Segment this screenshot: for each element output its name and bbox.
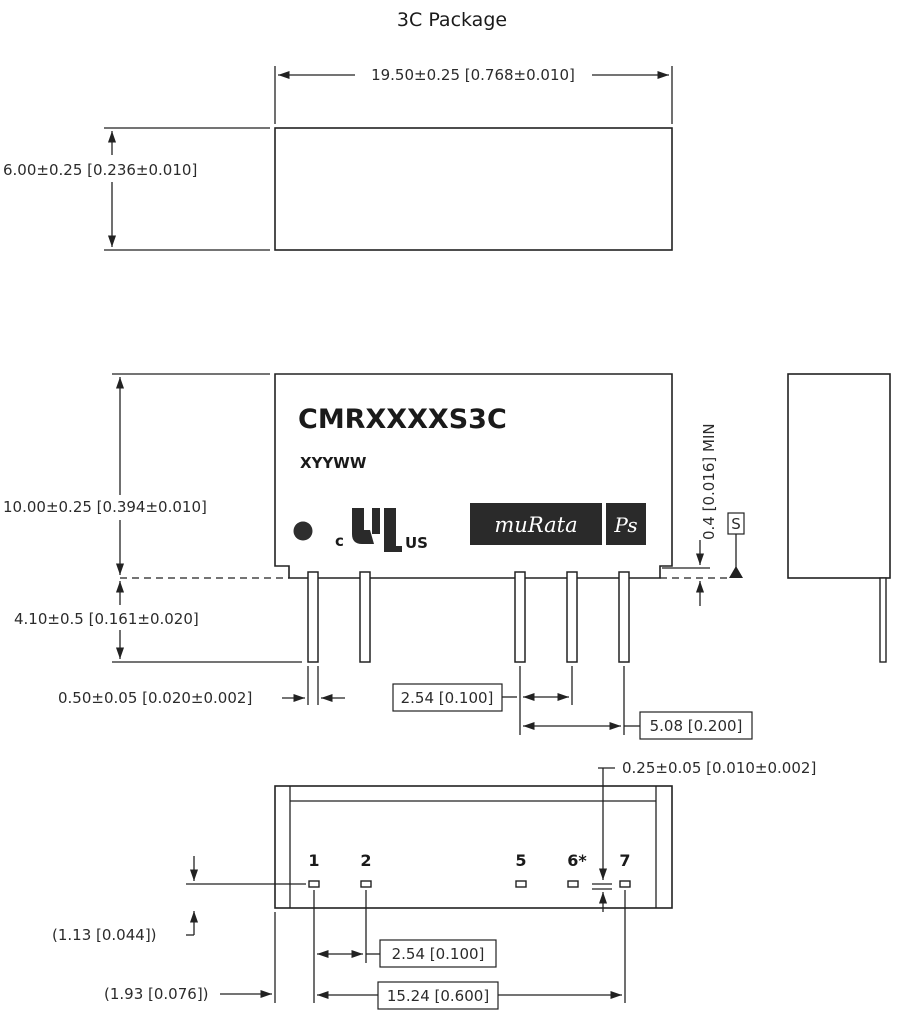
top-height-dimension: 6.00±0.25 [0.236±0.010] xyxy=(3,161,197,179)
edge-dimension-2: (1.93 [0.076]) xyxy=(104,985,209,1003)
pin-offset-dimension: 0.25±0.05 [0.010±0.002] xyxy=(622,759,816,777)
top-view: 19.50±0.25 [0.768±0.010] 6.00±0.25 [0.23… xyxy=(3,66,673,251)
pin-number-6: 6* xyxy=(567,851,587,870)
footprint-pin-7 xyxy=(619,880,631,888)
pin-width-dimension: 0.50±0.05 [0.020±0.002] xyxy=(58,689,252,707)
standoff-dimension: 0.4 [0.016] MIN xyxy=(700,423,718,540)
pin-number-1: 1 xyxy=(308,851,319,870)
murata-logo: muRata Ps xyxy=(470,503,646,545)
top-length-dimension: 19.50±0.25 [0.768±0.010] xyxy=(371,66,575,84)
front-pitch-dimension: 2.54 [0.100] xyxy=(401,689,494,707)
pin-2 xyxy=(359,571,371,663)
top-view-body xyxy=(274,127,673,251)
pin-length-dimension: 4.10±0.5 [0.161±0.020] xyxy=(14,610,199,628)
ul-cert-logo: c US xyxy=(335,508,428,552)
pin1-dot xyxy=(293,521,313,541)
footprint-pin-5 xyxy=(515,880,527,888)
svg-text:US: US xyxy=(405,534,428,552)
date-code: XYYWW xyxy=(300,454,367,472)
pin-5 xyxy=(514,571,526,663)
front-view: CMRXXXXS3C XYYWW c US muRata Ps 10.00±0.… xyxy=(3,373,753,740)
drawing-title: 3C Package xyxy=(397,9,507,31)
side-view-body xyxy=(787,373,891,579)
pin-7 xyxy=(618,571,630,663)
edge-dimension-1: (1.13 [0.044]) xyxy=(52,926,157,944)
double-pitch-dimension: 5.08 [0.200] xyxy=(650,717,743,735)
bottom-pitch-dimension: 2.54 [0.100] xyxy=(392,945,485,963)
svg-text:c: c xyxy=(335,532,344,550)
svg-text:muRata: muRata xyxy=(494,513,577,537)
part-number: CMRXXXXS3C xyxy=(298,404,507,435)
footprint-pin-2 xyxy=(360,880,372,888)
pin-number-7: 7 xyxy=(619,851,630,870)
span-dimension: 15.24 [0.600] xyxy=(387,987,489,1005)
pin-6 xyxy=(566,571,578,663)
svg-text:Ps: Ps xyxy=(613,513,637,537)
side-view-pin xyxy=(879,577,887,663)
front-height-dimension: 10.00±0.25 [0.394±0.010] xyxy=(3,498,207,516)
bottom-view-body xyxy=(274,785,673,909)
pin-number-5: 5 xyxy=(515,851,526,870)
bottom-view: 1 2 5 6* 7 0.25±0.05 [0.010±0.002] (1.13… xyxy=(52,759,816,1010)
footprint-pin-6 xyxy=(567,880,579,888)
seating-plane-label: S xyxy=(731,515,741,533)
side-view xyxy=(787,373,891,663)
footprint-pin-1 xyxy=(308,880,320,888)
pin-1 xyxy=(307,571,319,663)
pin-number-2: 2 xyxy=(360,851,371,870)
